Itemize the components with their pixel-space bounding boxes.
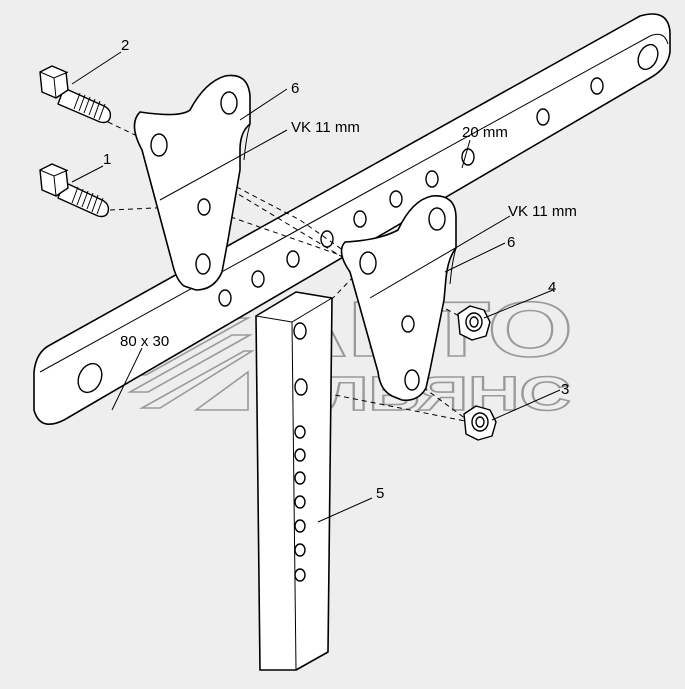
leader-vk-lower	[369, 215, 511, 299]
leader-part-5	[317, 497, 373, 523]
leader-part-2	[71, 51, 122, 85]
label-part-2: 2	[121, 37, 129, 54]
label-part-3: 3	[561, 381, 569, 398]
lower-plate-body	[340, 195, 457, 402]
part-4-nut	[457, 305, 491, 341]
label-80x30: 80 x 30	[120, 333, 169, 350]
vertical-bar-holes	[293, 322, 308, 582]
leader-part-4	[483, 289, 554, 319]
label-part-1: 1	[103, 151, 111, 168]
leader-lines	[71, 51, 561, 523]
long-bar-holes	[77, 43, 659, 394]
label-vk-upper: VK 11 mm	[291, 119, 360, 136]
part-6-lower-plate	[340, 195, 457, 402]
leader-part-6-upper	[239, 88, 288, 121]
label-part-6-lower: 6	[507, 234, 515, 251]
part-1-bolt-lower	[39, 163, 110, 218]
long-bar	[33, 13, 671, 426]
part-5-vertical-bar	[255, 291, 333, 671]
label-20mm: 20 mm	[462, 124, 508, 141]
leader-part-6-lower	[444, 242, 506, 273]
label-part-5: 5	[376, 485, 384, 502]
leader-part-3	[491, 389, 561, 421]
label-vk-lower: VK 11 mm	[508, 203, 577, 220]
long-bar-body	[33, 13, 671, 426]
label-part-6-upper: 6	[291, 80, 299, 97]
part-3-nut	[463, 405, 497, 441]
label-part-4: 4	[548, 279, 556, 296]
part-2-bolt-upper	[39, 65, 112, 124]
leader-vk-upper	[159, 129, 288, 201]
leader-20mm	[461, 139, 471, 169]
leader-80x30	[111, 347, 143, 411]
leader-part-1	[71, 165, 104, 183]
labels: 2 1 6 VK 11 mm 20 mm VK 11 mm 6 4 80 x 3…	[103, 37, 577, 502]
